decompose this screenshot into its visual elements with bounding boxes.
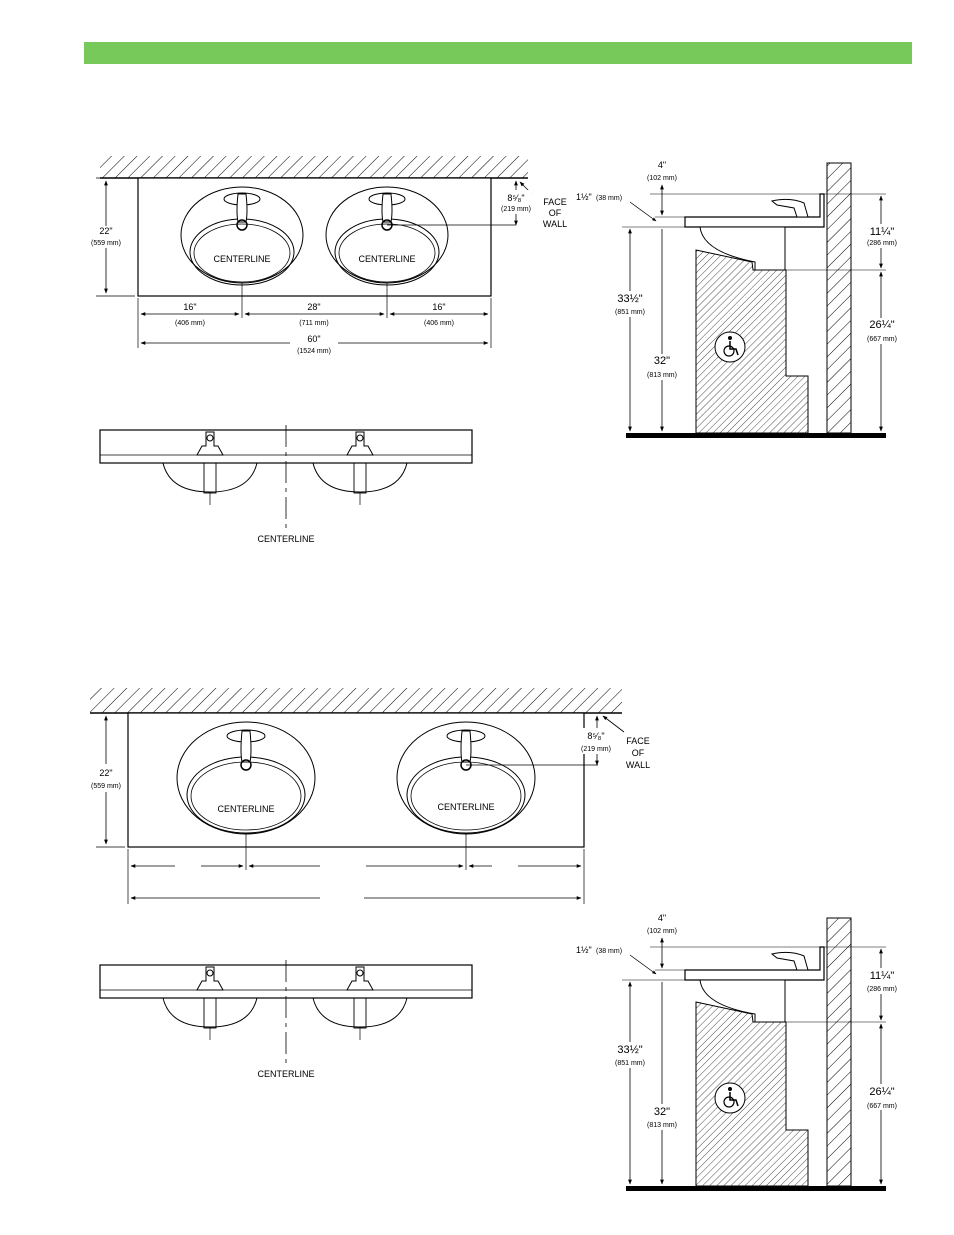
bowl-left — [180, 186, 304, 286]
centerline-label: CENTERLINE — [358, 254, 415, 264]
face-of-wall: FACE — [626, 736, 650, 746]
side-section-bottom — [622, 917, 886, 1191]
front-elevation-bottom — [99, 960, 473, 1065]
face-of-wall: OF — [632, 748, 645, 758]
bowl-right — [325, 186, 449, 286]
depth-dim-mm: (559 mm) — [91, 240, 121, 247]
plan-view-top — [96, 156, 533, 348]
knee-dim-mm: (813 mm) — [647, 1122, 677, 1129]
rim-dim: 33½" — [617, 293, 642, 305]
face-of-wall: FACE — [543, 197, 567, 207]
lip-dim-mm: (38 mm) — [596, 948, 622, 955]
setback-dim-mm: (219 mm) — [501, 206, 531, 213]
bowl-dim-mm: (286 mm) — [867, 240, 897, 247]
clear-dim-mm: (667 mm) — [867, 336, 897, 343]
bowl-dim: 11¼" — [870, 970, 895, 982]
deck-dim-mm: (102 mm) — [647, 928, 677, 935]
side-section-top-labels: 4" (102 mm) 1½" (38 mm) 11¼" (286 mm) 33… — [576, 160, 904, 380]
plan-view-bottom-labels: CENTERLINE CENTERLINE 22" (559 mm) 8⁵⁄₈"… — [86, 728, 650, 814]
depth-dim: 22" — [99, 226, 112, 236]
wall-hatch — [100, 156, 528, 178]
rim-dim: 33½" — [617, 1044, 642, 1056]
plan-view-bottom — [90, 688, 625, 904]
bowl-right — [396, 721, 536, 835]
centerline-label: CENTERLINE — [257, 534, 314, 544]
front-elevation-top — [99, 425, 473, 530]
total-dim-mm: (1524 mm) — [297, 348, 331, 355]
center-dim-mm: (711 mm) — [299, 320, 328, 327]
side-section-bottom-labels: 4" (102 mm) 1½" (38 mm) 11¼" (286 mm) 33… — [576, 913, 904, 1130]
countertop — [137, 177, 492, 297]
bowl-dim-mm: (286 mm) — [867, 986, 897, 993]
right-dim: 16" — [432, 302, 445, 312]
center-dim: 28" — [307, 302, 320, 312]
countertop — [127, 712, 585, 848]
bowl-dim: 11¼" — [870, 226, 895, 238]
deck-dim-mm: (102 mm) — [647, 175, 677, 182]
left-dim-mm: (406 mm) — [175, 320, 205, 327]
side-section-top — [622, 162, 886, 438]
right-dim-mm: (406 mm) — [424, 320, 454, 327]
plan-view-top-labels: CENTERLINE CENTERLINE 22" (559 mm) 8⁵⁄₈"… — [88, 190, 567, 356]
face-of-wall: WALL — [626, 760, 650, 770]
knee-dim-mm: (813 mm) — [647, 372, 677, 379]
lip-dim-mm: (38 mm) — [596, 195, 622, 202]
centerline-label: CENTERLINE — [213, 254, 270, 264]
deck-dim: 4" — [658, 913, 666, 923]
knee-dim: 32" — [654, 1106, 670, 1118]
rim-dim-mm: (851 mm) — [615, 1060, 645, 1067]
wheelchair-icon — [714, 331, 746, 363]
lip-dim: 1½" — [576, 945, 592, 955]
centerline-label: CENTERLINE — [257, 1069, 314, 1079]
face-of-wall: WALL — [543, 219, 567, 229]
face-of-wall: OF — [549, 208, 562, 218]
left-dim: 16" — [183, 302, 196, 312]
clear-dim: 26¼" — [869, 1086, 894, 1098]
total-dim: 60" — [307, 334, 320, 344]
lip-dim: 1½" — [576, 192, 592, 202]
depth-dim: 22" — [99, 768, 112, 778]
knee-dim: 32" — [654, 355, 670, 367]
header-bar — [84, 42, 912, 64]
clear-dim-mm: (667 mm) — [867, 1103, 897, 1110]
deck-dim: 4" — [658, 160, 666, 170]
centerline-label: CENTERLINE — [217, 804, 274, 814]
centerline-label: CENTERLINE — [437, 802, 494, 812]
depth-dim-mm: (559 mm) — [91, 783, 121, 790]
setback-dim: 8⁵⁄₈" — [587, 731, 604, 741]
wall-hatch — [90, 688, 622, 713]
rim-dim-mm: (851 mm) — [615, 309, 645, 316]
setback-dim-mm: (219 mm) — [581, 746, 611, 753]
setback-dim: 8⁵⁄₈" — [507, 193, 524, 203]
clear-dim: 26¼" — [869, 319, 894, 331]
wheelchair-icon — [714, 1082, 746, 1114]
